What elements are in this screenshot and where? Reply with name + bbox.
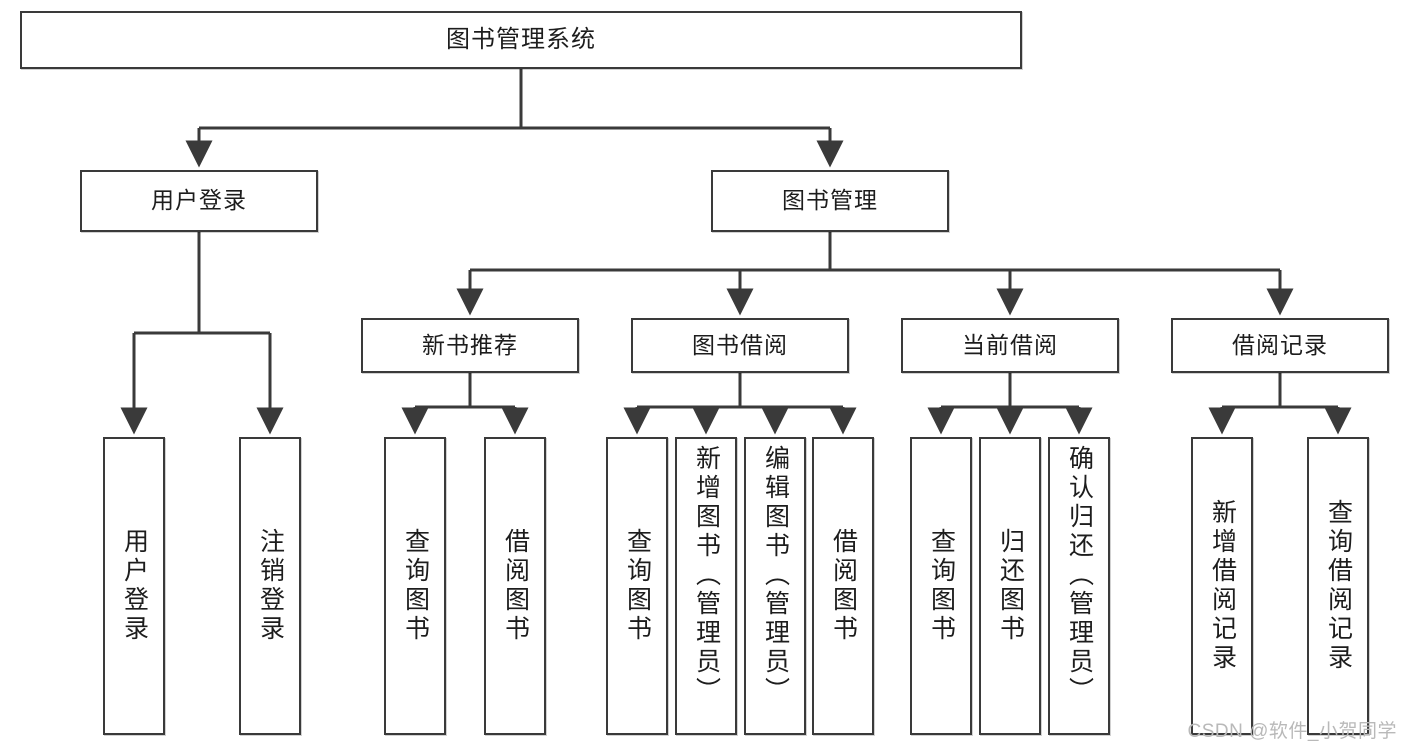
node-label: 图书借阅 <box>692 331 788 358</box>
node-label: 查询借阅记录 <box>1324 499 1353 673</box>
node-new-book-recommendation[interactable]: 新书推荐 <box>361 318 579 373</box>
node-label: 归还图书 <box>996 528 1025 644</box>
node-book-management[interactable]: 图书管理 <box>711 170 949 232</box>
node-label: 图书管理 <box>782 187 878 214</box>
node-label: 新增图书（管理员） <box>692 445 721 706</box>
node-leaf-edit-book-admin[interactable]: 编辑图书（管理员） <box>744 437 806 735</box>
node-leaf-add-book-admin[interactable]: 新增图书（管理员） <box>675 437 737 735</box>
node-label: 查询图书 <box>401 528 430 644</box>
node-label: 确认归还（管理员） <box>1065 445 1094 706</box>
node-leaf-query-book-recommend[interactable]: 查询图书 <box>384 437 446 735</box>
node-leaf-borrow-book[interactable]: 借阅图书 <box>812 437 874 735</box>
node-label: 新书推荐 <box>422 331 518 358</box>
node-label: 当前借阅 <box>962 331 1058 358</box>
node-label: 借阅图书 <box>829 528 858 644</box>
node-leaf-logout[interactable]: 注销登录 <box>239 437 301 735</box>
node-leaf-add-borrow-record[interactable]: 新增借阅记录 <box>1191 437 1253 735</box>
node-borrowing-record[interactable]: 借阅记录 <box>1171 318 1389 373</box>
node-leaf-confirm-return-admin[interactable]: 确认归还（管理员） <box>1048 437 1110 735</box>
node-current-borrowing[interactable]: 当前借阅 <box>901 318 1119 373</box>
node-book-borrowing[interactable]: 图书借阅 <box>631 318 849 373</box>
node-label: 查询图书 <box>623 528 652 644</box>
node-root-book-management-system[interactable]: 图书管理系统 <box>20 11 1022 69</box>
node-leaf-user-login[interactable]: 用户登录 <box>103 437 165 735</box>
node-label: 借阅记录 <box>1232 331 1328 358</box>
node-label: 用户登录 <box>151 187 247 214</box>
node-user-login[interactable]: 用户登录 <box>80 170 318 232</box>
watermark-text: CSDN @软件_小贺同学 <box>1187 721 1397 742</box>
node-leaf-return-book[interactable]: 归还图书 <box>979 437 1041 735</box>
node-leaf-query-borrow-record[interactable]: 查询借阅记录 <box>1307 437 1369 735</box>
node-label: 查询图书 <box>927 528 956 644</box>
node-label: 编辑图书（管理员） <box>761 445 790 706</box>
node-label: 借阅图书 <box>501 528 530 644</box>
node-label: 图书管理系统 <box>446 25 596 53</box>
node-leaf-borrow-book-recommend[interactable]: 借阅图书 <box>484 437 546 735</box>
node-leaf-query-book-current[interactable]: 查询图书 <box>910 437 972 735</box>
node-label: 注销登录 <box>256 528 285 644</box>
node-label: 新增借阅记录 <box>1208 499 1237 673</box>
node-leaf-query-book-borrow[interactable]: 查询图书 <box>606 437 668 735</box>
node-label: 用户登录 <box>120 528 149 644</box>
